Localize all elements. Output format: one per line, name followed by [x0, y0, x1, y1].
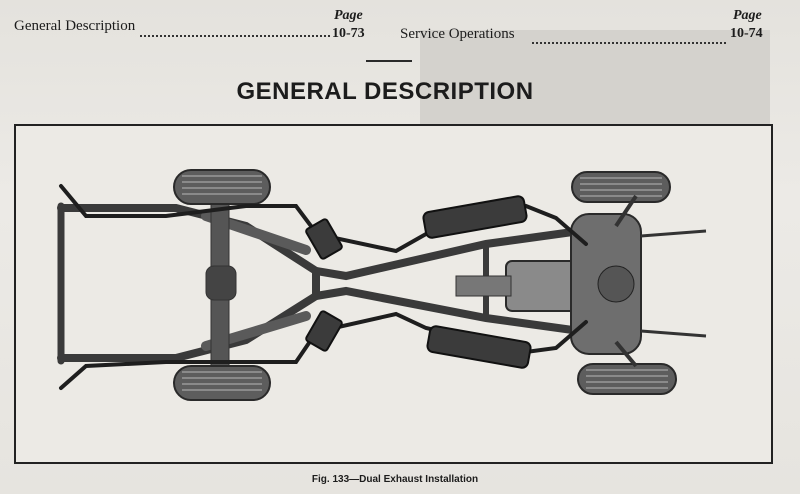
front-right-wheel: [577, 363, 677, 395]
rear-left-wheel: [173, 169, 271, 205]
page-number: 10-74: [730, 26, 763, 41]
page-label: Page: [733, 8, 762, 23]
mufflers: [305, 195, 532, 369]
title-rule: [366, 60, 412, 62]
figure-frame: [14, 124, 773, 464]
engine-assembly: [455, 194, 707, 368]
front-left-wheel: [571, 171, 671, 203]
header-title: Service Operations: [400, 26, 515, 42]
rear-right-wheel: [173, 365, 271, 401]
section-title: GENERAL DESCRIPTION: [236, 78, 534, 105]
figure-caption: Fig. 133—Dual Exhaust Installation: [311, 474, 479, 485]
leader-dots: [532, 34, 726, 44]
page-number: 10-73: [332, 26, 365, 41]
leader-dots: [140, 27, 330, 37]
page-label: Page: [334, 8, 363, 23]
chassis-illustration: [57, 169, 707, 401]
header-title: General Description: [14, 18, 136, 34]
